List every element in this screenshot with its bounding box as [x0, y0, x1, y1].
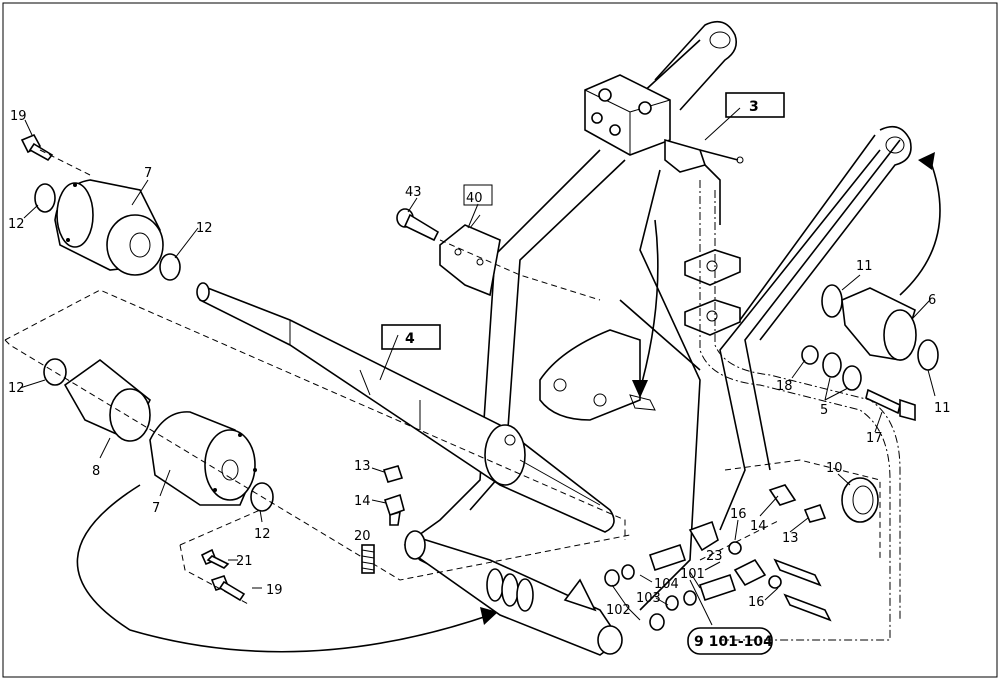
label-40: 40: [466, 191, 483, 206]
arrowhead-bottom: [480, 607, 498, 625]
o-ring-12a: [34, 183, 56, 213]
label-13-right: 13: [782, 531, 799, 546]
arrowhead-center: [632, 380, 648, 398]
arrow-center: [639, 219, 659, 391]
label-101: 101: [680, 567, 705, 582]
o-ring-11b: [917, 339, 939, 371]
hose-fittings: [604, 520, 832, 631]
label-6: 6: [928, 293, 936, 308]
cap-13-right: [803, 503, 827, 523]
seal-ring-10: [841, 477, 879, 523]
leader-lines: [19, 107, 936, 626]
label-4: 4: [405, 331, 415, 347]
label-8: 8: [92, 464, 100, 479]
label-13-left: 13: [354, 459, 371, 474]
bolt-17: [865, 388, 916, 422]
washer-5a: [822, 352, 842, 378]
valve-block: [584, 74, 744, 225]
label-9-range: 9 101-104: [694, 634, 773, 650]
set-screw-20: [361, 544, 375, 574]
callout-anchor-40: [463, 184, 493, 206]
frame-bracket: [403, 139, 901, 651]
label-10: 10: [826, 461, 843, 476]
pipe-clamps: [684, 249, 741, 336]
callout-box-4: [381, 324, 441, 350]
grease-nipple-14-right: [768, 484, 797, 506]
label-102: 102: [606, 603, 631, 618]
bearing-housing-lower: [149, 411, 257, 506]
label-5: 5: [820, 403, 828, 418]
label-20: 20: [354, 529, 371, 544]
label-104: 104: [654, 577, 679, 592]
lower-pin: [404, 530, 623, 656]
label-12-upper-left: 12: [8, 217, 25, 232]
bolt-19-top: [20, 133, 54, 162]
o-ring-12d: [250, 482, 274, 512]
bushing-8: [63, 358, 152, 442]
label-12-upper-right: 12: [196, 221, 213, 236]
o-ring-12c: [43, 358, 67, 386]
label-18: 18: [776, 379, 793, 394]
callout-box-3: [725, 92, 785, 118]
label-14-right: 14: [750, 519, 767, 534]
arrow-right: [899, 159, 941, 296]
nut-18: [801, 345, 819, 365]
label-3: 3: [749, 99, 759, 115]
label-23: 23: [706, 549, 723, 564]
right-link-arm: [739, 125, 912, 341]
label-103: 103: [636, 591, 661, 606]
label-14-left: 14: [354, 494, 371, 509]
o-ring-11a: [821, 284, 843, 318]
hydraulic-line-a: [699, 180, 891, 641]
label-12-lower-left: 12: [8, 381, 25, 396]
upper-link-arm: [639, 20, 738, 111]
label-17: 17: [866, 431, 883, 446]
label-11-top: 11: [856, 259, 873, 274]
bolt-43: [396, 208, 440, 242]
arrow-bottom: [76, 484, 491, 653]
label-16-bottom: 16: [748, 595, 765, 610]
main-shaft: [196, 282, 615, 533]
label-16-top: 16: [730, 507, 747, 522]
label-43: 43: [405, 185, 422, 200]
grease-nipple-14-left: [383, 493, 405, 526]
o-ring-12b: [159, 253, 181, 281]
bearing-housing-upper: [54, 179, 164, 276]
washer-5b: [842, 365, 862, 391]
arrowhead-right: [918, 152, 935, 170]
label-21: 21: [236, 554, 253, 569]
bolt-19-bottom: [210, 575, 246, 602]
label-7-upper: 7: [144, 166, 152, 181]
callout-box-9: [687, 627, 773, 655]
label-19-top: 19: [10, 109, 27, 124]
label-7-lower: 7: [152, 501, 160, 516]
label-19-bottom: 19: [266, 583, 283, 598]
plate-40: [439, 224, 501, 297]
cap-13-left: [382, 465, 404, 483]
bushing-6: [841, 287, 917, 361]
label-12-lower-right: 12: [254, 527, 271, 542]
dashed-boundary: [4, 289, 626, 540]
bolt-21: [200, 548, 230, 569]
label-11-bottom: 11: [934, 401, 951, 416]
